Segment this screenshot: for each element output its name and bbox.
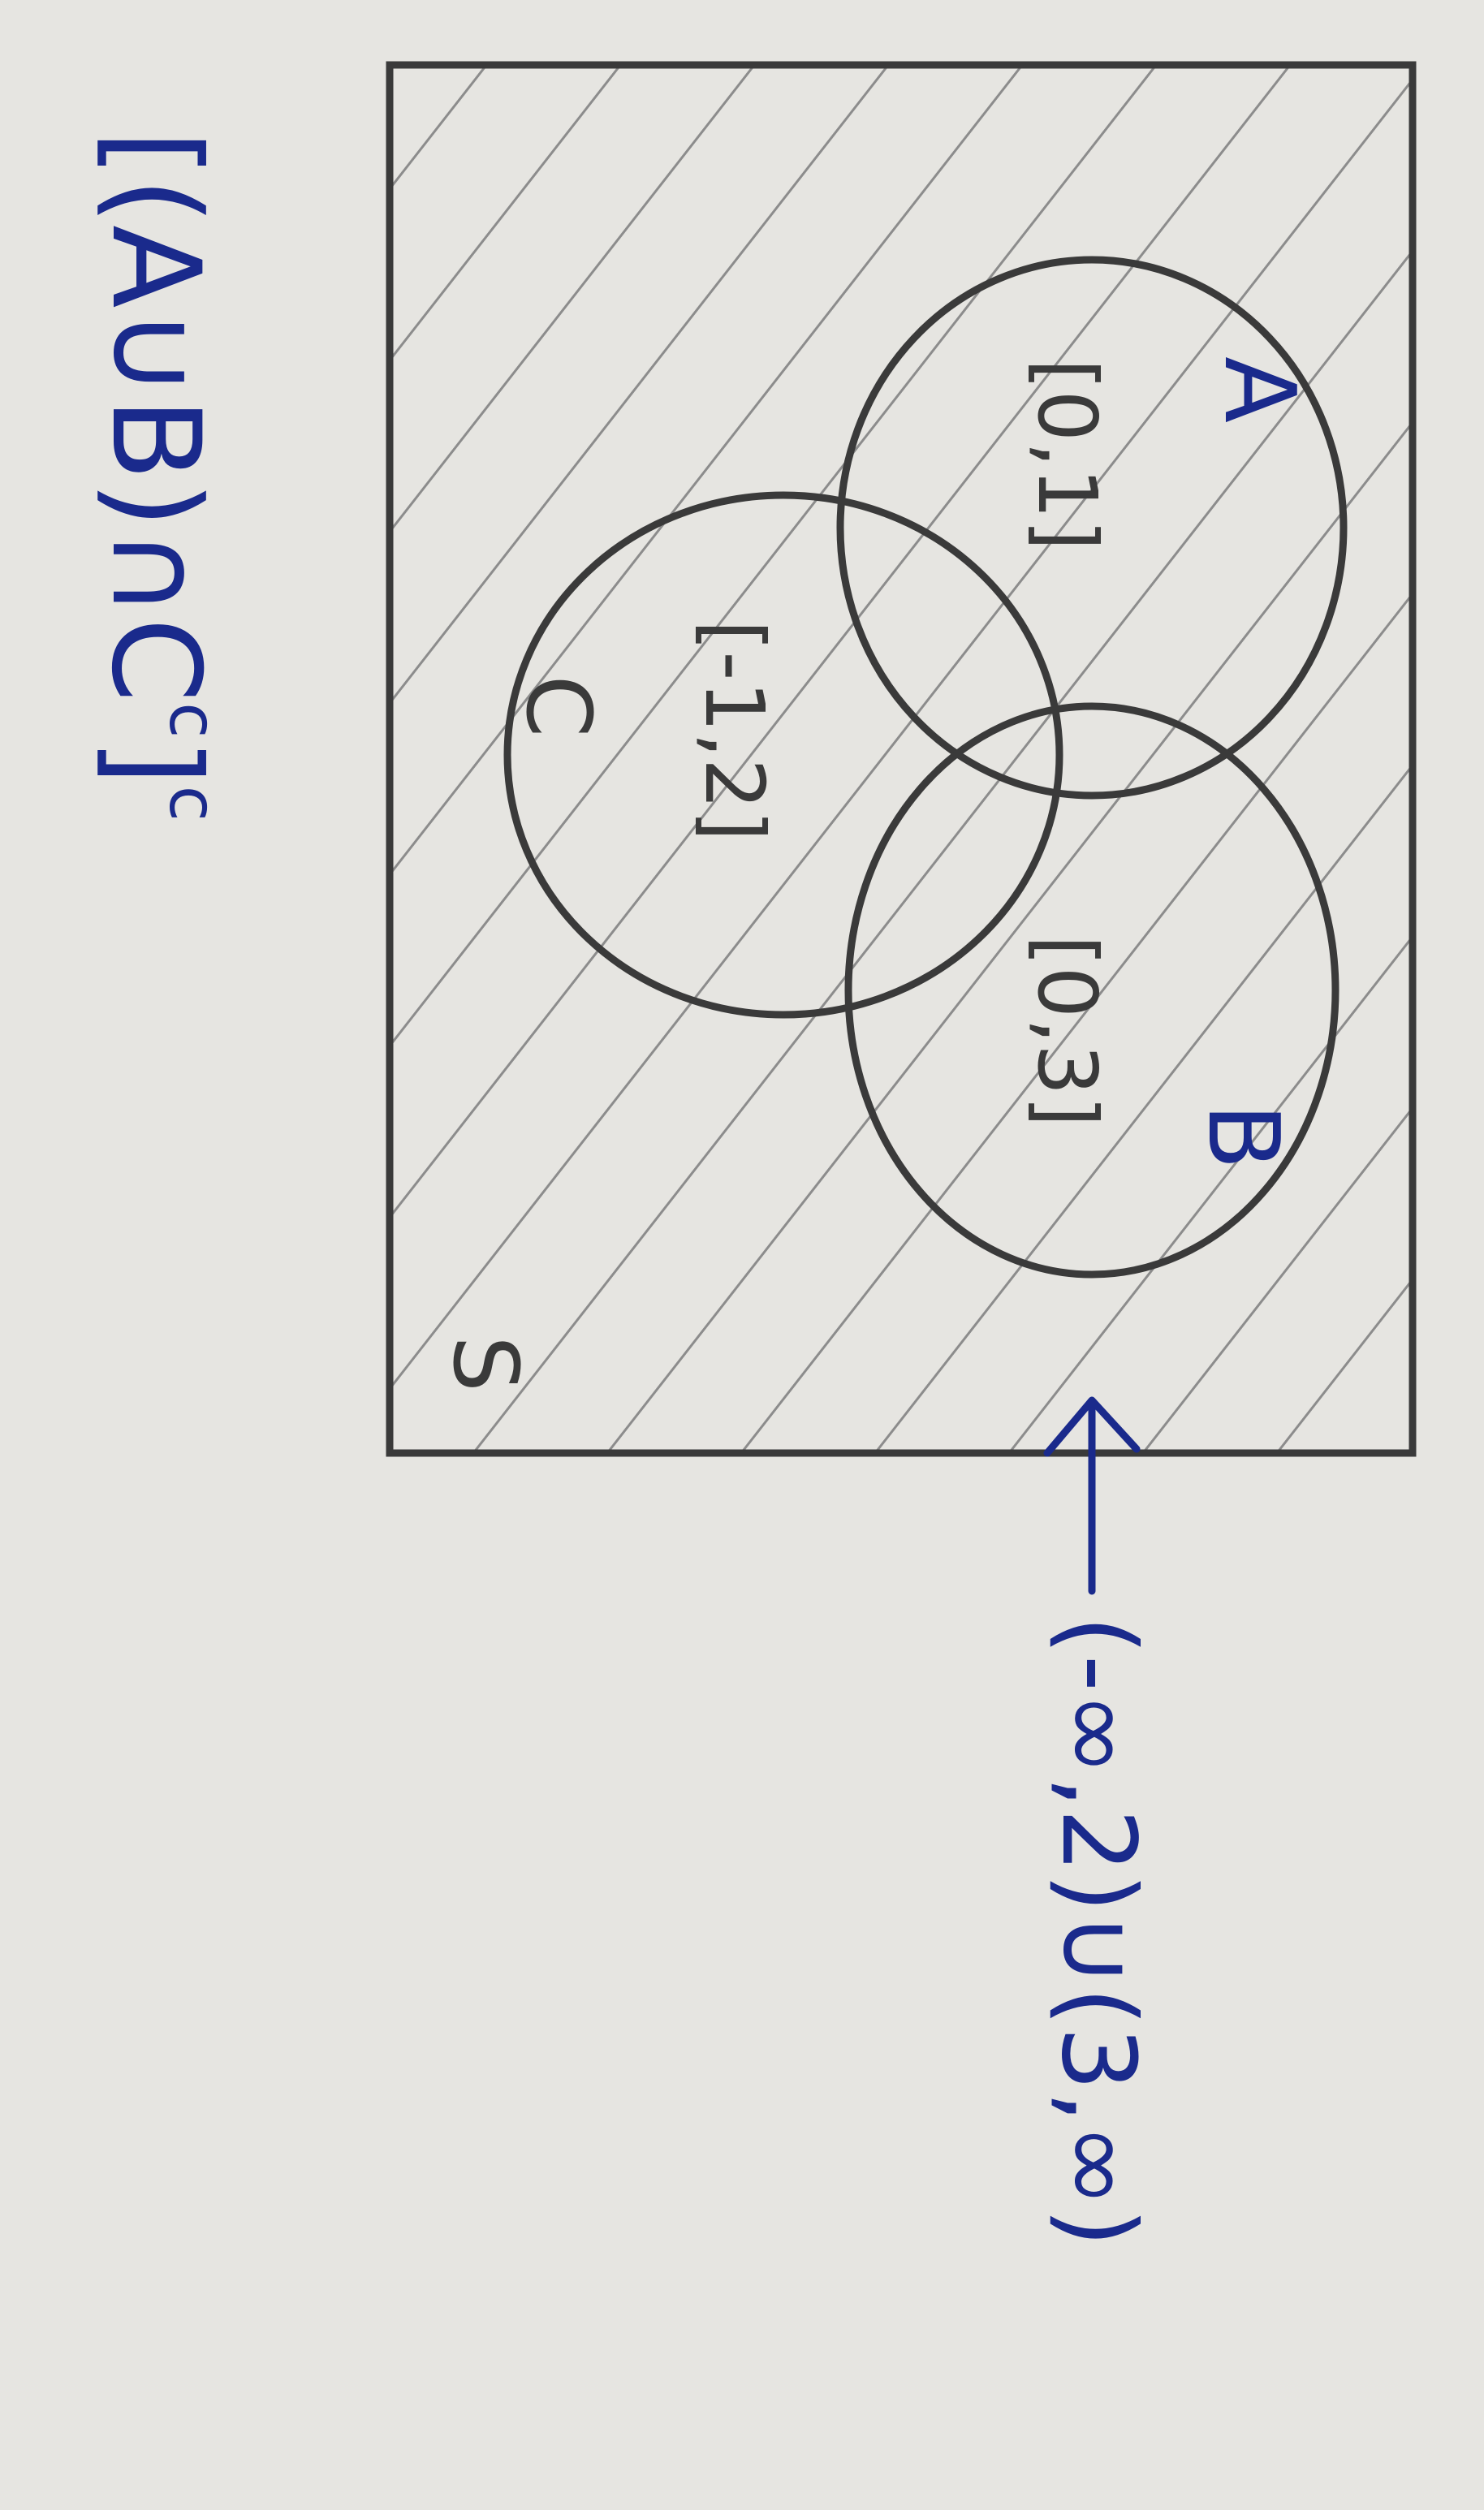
- shaded-region-label: (-∞,2)∪(3,∞): [1039, 1615, 1157, 2247]
- expression-sup-outer: c: [155, 786, 231, 822]
- set-c-interval: [-1,2]: [687, 619, 782, 841]
- universe-label: S: [434, 1335, 537, 1392]
- set-b-interval: [0,3]: [1020, 934, 1115, 1127]
- hatched-region: [390, 65, 1413, 1453]
- set-expression: [(A∪B)∩Cc]c: [84, 130, 231, 822]
- set-c-circle: [503, 491, 1063, 1019]
- svg-text:[(A∪B)∩Cc]c: [(A∪B)∩Cc]c: [84, 130, 231, 822]
- set-b-name: B: [1186, 1103, 1299, 1170]
- arrow-icon: [1043, 1396, 1141, 1595]
- set-a-circle: [836, 256, 1348, 800]
- expression-main: [(A∪B)∩C: [84, 130, 226, 702]
- set-b-circle: [844, 702, 1339, 1279]
- expression-close: ]: [84, 738, 226, 786]
- set-a-name: A: [1202, 356, 1315, 423]
- expression-sup-inner: c: [155, 702, 231, 738]
- set-c-name: C: [507, 675, 610, 738]
- set-a-interval: [0,1]: [1020, 358, 1115, 550]
- universe-box: [386, 61, 1417, 1457]
